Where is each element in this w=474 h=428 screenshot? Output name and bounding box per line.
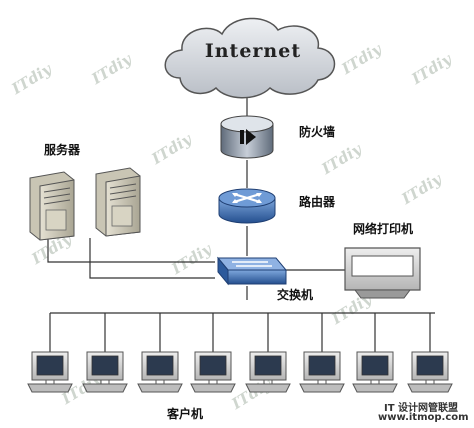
switch-label: 交换机 — [277, 288, 314, 302]
firewall-label: 防火墙 — [299, 125, 336, 139]
connection-lines — [47, 98, 435, 352]
router-label: 路由器 — [299, 195, 336, 209]
computer-icon — [82, 351, 128, 393]
computer-icon — [190, 351, 236, 393]
router-icon — [218, 188, 276, 224]
server-icon — [29, 171, 75, 241]
printer-label: 网络打印机 — [353, 222, 414, 236]
computer-icon — [299, 351, 345, 393]
clients-group — [27, 351, 453, 393]
servers-label: 服务器 — [44, 143, 81, 157]
computer-icon — [137, 351, 183, 393]
printer-icon — [344, 247, 421, 299]
firewall-icon — [220, 115, 274, 159]
brand-line-1: IT 设计网管联盟 — [384, 403, 459, 414]
computer-icon — [352, 351, 398, 393]
internet-cloud-icon — [164, 17, 336, 99]
computer-icon — [245, 351, 291, 393]
brand-line-2: www.itmop.com — [378, 412, 469, 423]
computer-icon — [407, 351, 453, 393]
switch-icon — [216, 256, 288, 286]
internet-label: Internet — [204, 40, 302, 62]
clients-label: 客户机 — [167, 407, 204, 421]
computer-icon — [27, 351, 73, 393]
server-icon — [95, 167, 141, 237]
